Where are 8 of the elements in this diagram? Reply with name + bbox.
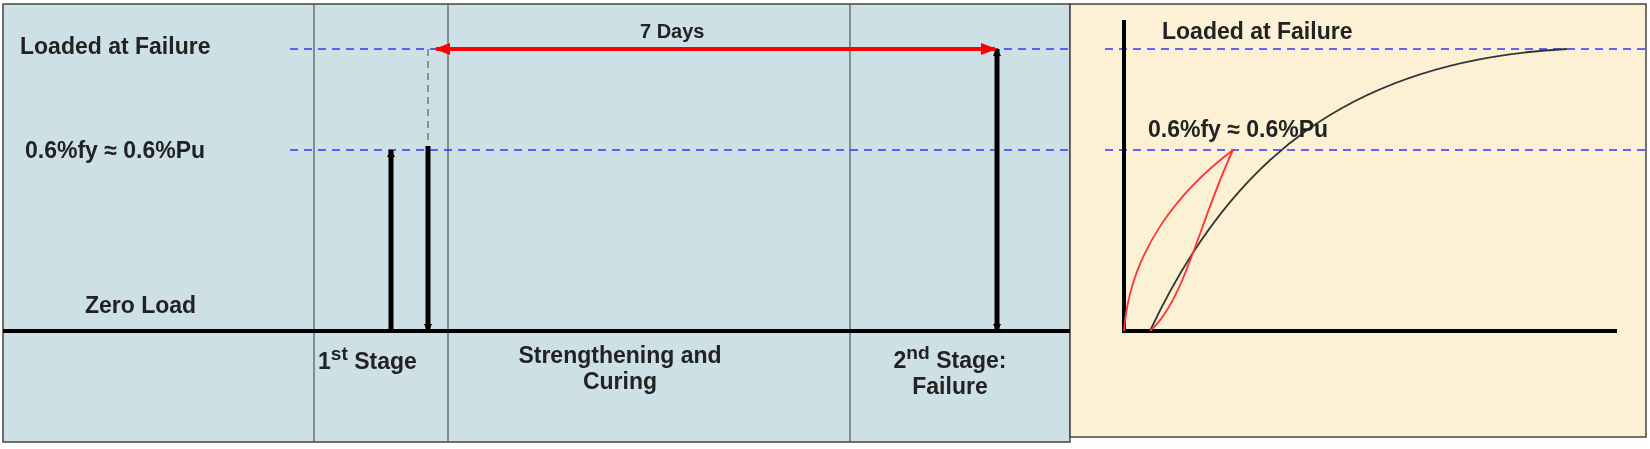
load-level-label: Zero Load: [85, 292, 197, 319]
time-span-label: 7 Days: [640, 20, 705, 43]
stage-label: Strengthening and Curing: [517, 342, 723, 395]
load-level-label: Loaded at Failure: [20, 33, 211, 60]
load-level-label: 0.6%fy ≈ 0.6%Pu: [25, 137, 206, 164]
stage-label: 1$^{st}$ Stage: [318, 343, 417, 375]
load-level-label: Loaded at Failure: [1162, 18, 1353, 45]
stage-label: 2$^{nd}$ Stage: Failure: [892, 342, 1008, 400]
